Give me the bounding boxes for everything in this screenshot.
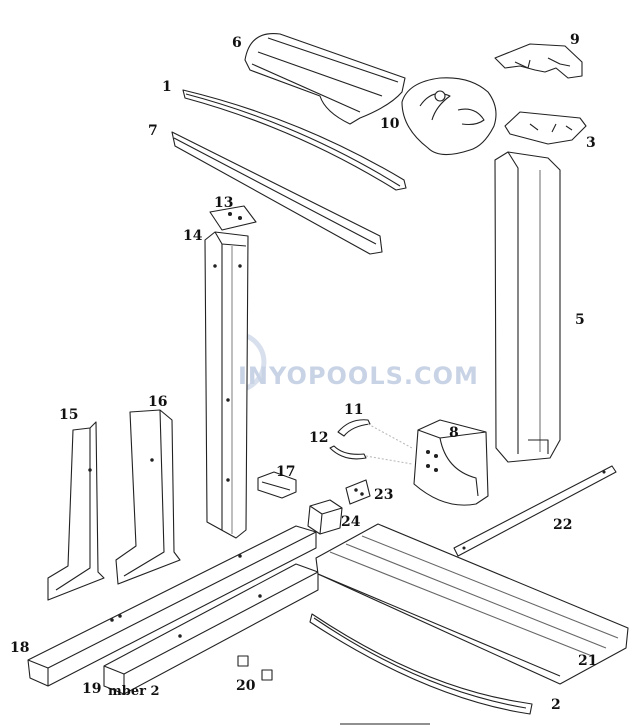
part-21-wall-panel-shape xyxy=(315,523,629,685)
part-3-top-plate-shape xyxy=(504,111,587,145)
part-15-buttress-shape xyxy=(47,421,105,601)
part-1-top-rail-shape xyxy=(182,89,407,191)
label-part-16: 16 xyxy=(148,394,168,410)
label-part-19: 19 xyxy=(82,681,102,697)
part-11-insert-shape xyxy=(337,419,413,449)
label-part-21: 21 xyxy=(578,653,598,669)
part-7-stabilizer-rail-shape xyxy=(171,131,383,255)
part-10-top-cap-cover-shape xyxy=(401,77,497,156)
label-part-5: 5 xyxy=(575,312,585,328)
part-5-upright-cover-shape xyxy=(494,151,561,463)
part-2-bottom-track-shape xyxy=(309,613,533,715)
footer-text: mber 2 xyxy=(108,684,160,699)
part-16-buttress-shape xyxy=(115,409,181,585)
label-part-2: 2 xyxy=(551,697,561,713)
label-part-9: 9 xyxy=(570,32,580,48)
part-13-upright-top-plate-shape xyxy=(209,205,257,231)
label-part-8: 8 xyxy=(449,425,459,441)
label-part-18: 18 xyxy=(10,640,30,656)
label-part-12: 12 xyxy=(309,430,329,446)
part-6-top-ledge-shape xyxy=(244,32,406,125)
part-12-insert-shape xyxy=(329,445,413,465)
label-part-17: 17 xyxy=(276,464,296,480)
label-part-10: 10 xyxy=(380,116,400,132)
part-17-bracket-shape xyxy=(257,471,297,499)
watermark-text: INYOPOOLS.COM xyxy=(238,362,479,390)
part-23-plate-shape xyxy=(345,479,371,505)
label-part-22: 22 xyxy=(553,517,573,533)
label-part-6: 6 xyxy=(232,35,242,51)
label-part-1: 1 xyxy=(162,79,172,95)
part-22-strap-shape xyxy=(453,465,617,557)
label-part-7: 7 xyxy=(148,123,158,139)
part-18-beam-shape xyxy=(27,525,317,687)
part-14-upright-shape xyxy=(204,231,249,539)
part-8-bottom-cover-shape xyxy=(413,419,489,506)
part-20-plates-shape xyxy=(237,655,273,681)
label-part-3: 3 xyxy=(586,135,596,151)
label-part-11: 11 xyxy=(344,402,364,418)
label-part-24: 24 xyxy=(341,514,361,530)
label-part-14: 14 xyxy=(183,228,203,244)
part-24-block-shape xyxy=(307,499,343,535)
label-part-23: 23 xyxy=(374,487,394,503)
label-part-15: 15 xyxy=(59,407,79,423)
part-9-top-cap-shape xyxy=(494,43,583,79)
part-19-beam-shape xyxy=(103,563,319,695)
label-part-13: 13 xyxy=(214,195,234,211)
label-part-20: 20 xyxy=(236,678,256,694)
